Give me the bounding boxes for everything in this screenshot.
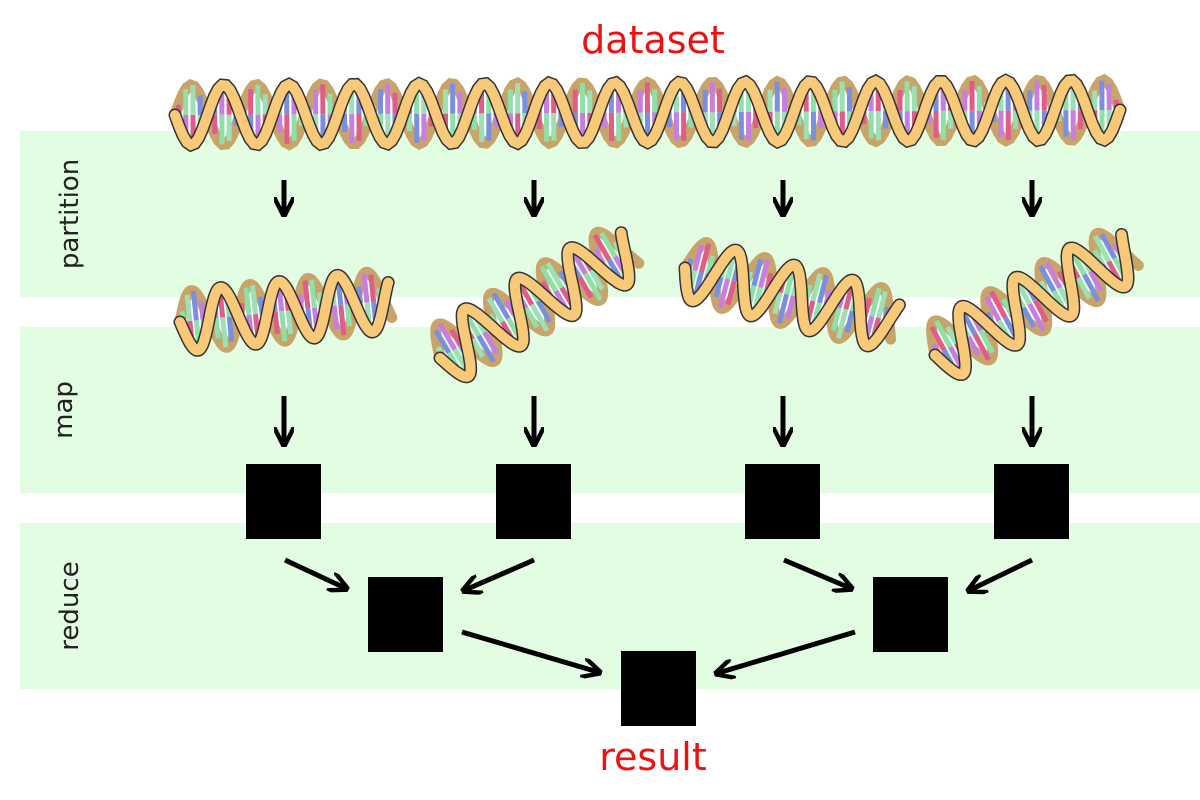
- map-output-box-4: [994, 464, 1069, 539]
- partition-2-dna-helix-icon: [430, 226, 645, 384]
- reduce-output-box-1: [368, 577, 443, 652]
- map-output-box-1: [246, 464, 321, 539]
- map-output-box-3: [745, 464, 820, 539]
- partition-1-dna-helix-icon: [173, 266, 398, 357]
- partition-4-dna-helix-icon: [926, 227, 1144, 381]
- reduce-arrow-4: [970, 557, 1034, 590]
- dataset-dna-helix-icon: [168, 73, 1127, 153]
- stage-label-partition: partition: [55, 159, 85, 269]
- result-box: [621, 651, 696, 726]
- reduce-arrow-3: [783, 557, 850, 588]
- stage-label-reduce: reduce: [55, 561, 85, 650]
- stage-label-map: map: [49, 381, 79, 439]
- stage-band-reduce: [20, 523, 1200, 689]
- final-arrow-2: [718, 629, 856, 673]
- partition-3-dna-helix-icon: [678, 237, 906, 353]
- reduce-arrow-2: [465, 557, 535, 590]
- reduce-arrow-1: [283, 557, 345, 588]
- final-arrow-1: [461, 629, 598, 672]
- result-title: result: [599, 735, 707, 779]
- dataset-title: dataset: [581, 18, 725, 62]
- reduce-output-box-2: [873, 577, 948, 652]
- map-output-box-2: [496, 464, 571, 539]
